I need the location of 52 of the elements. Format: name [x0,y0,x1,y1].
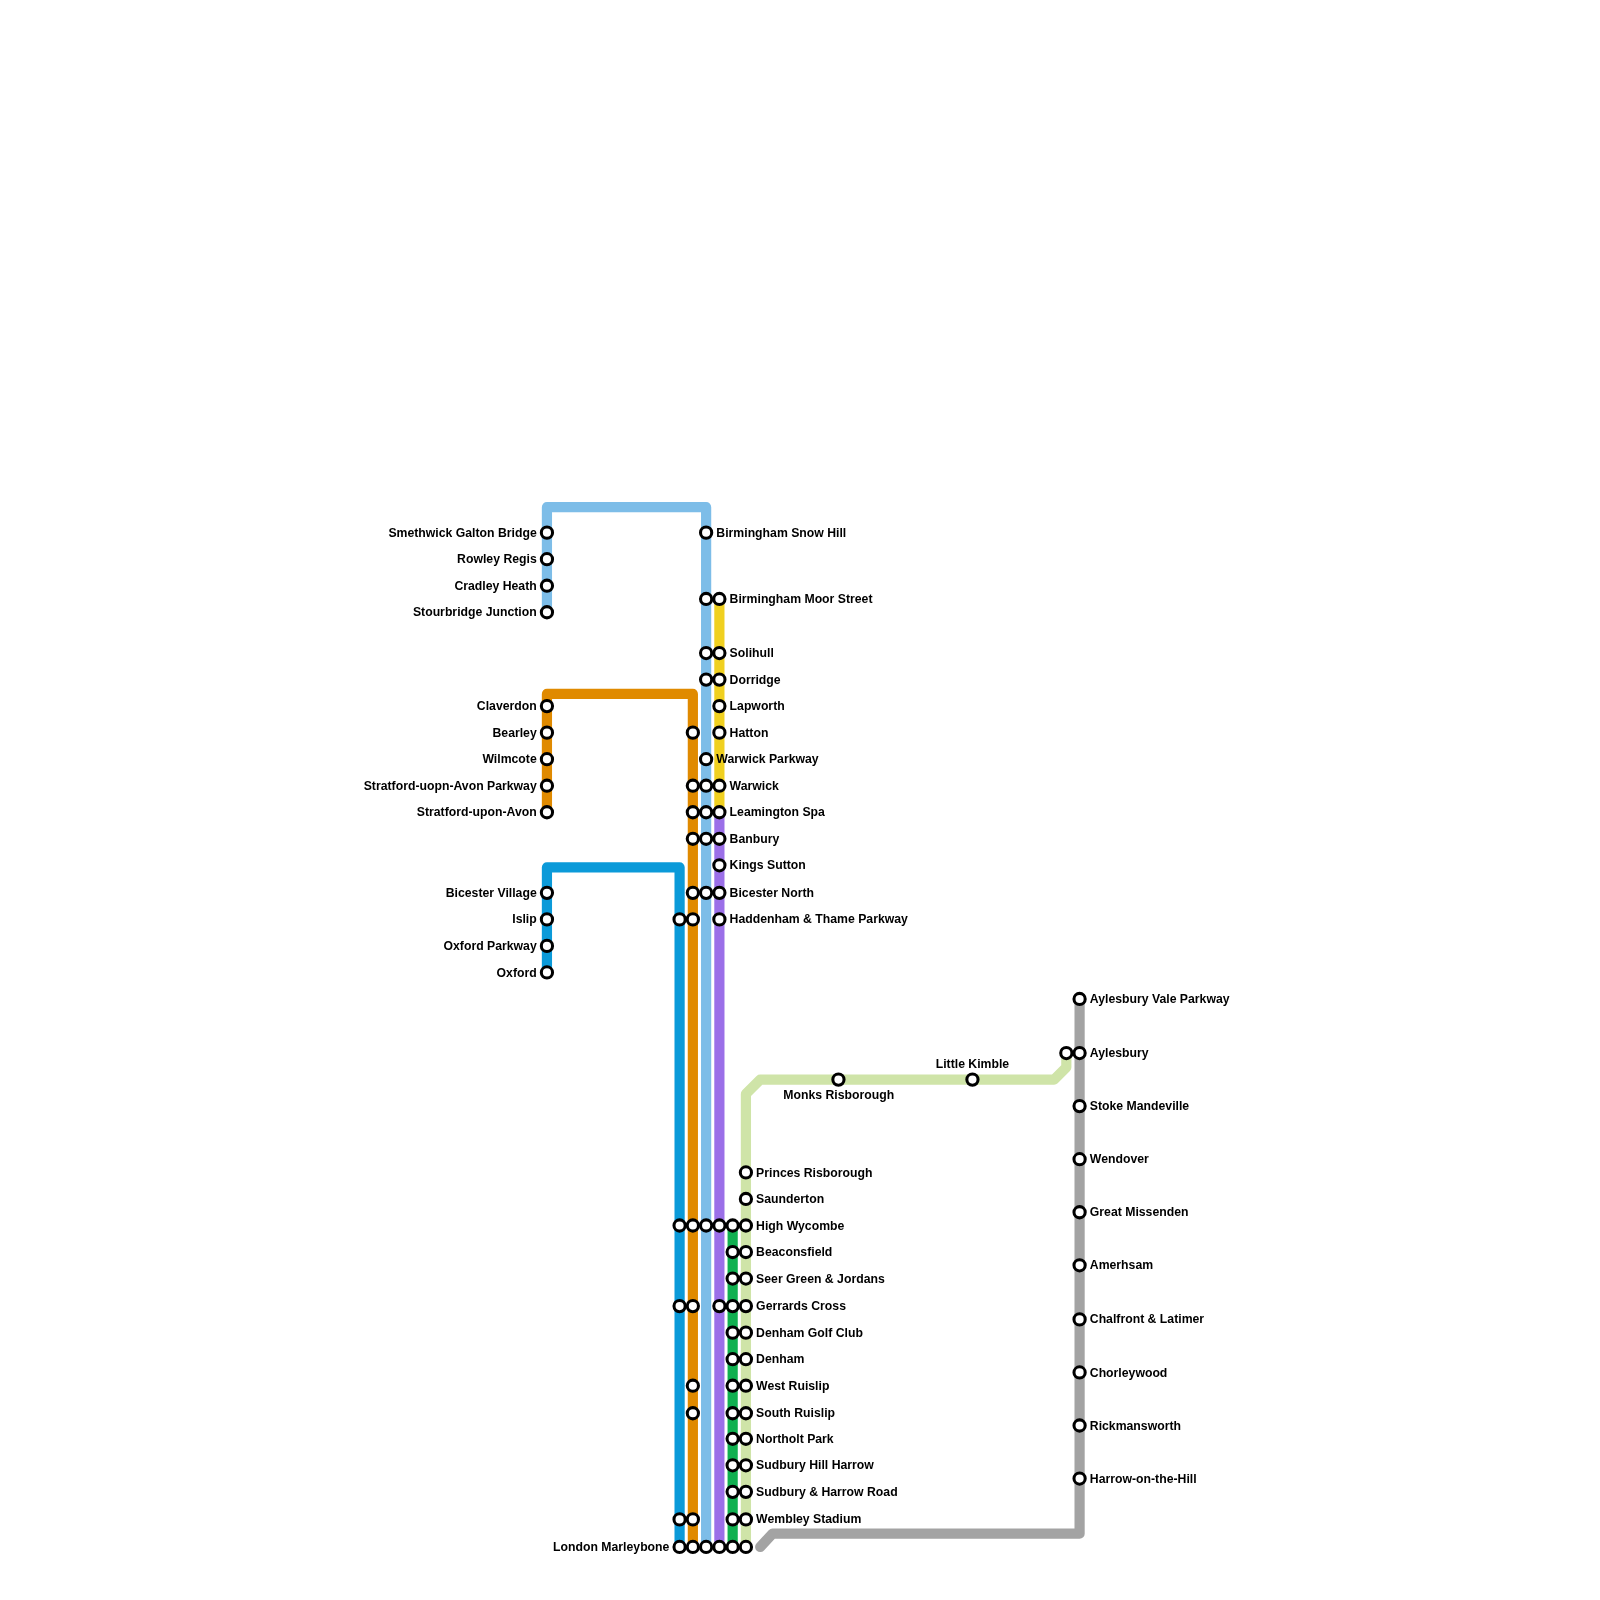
station-name: Haddenham & Thame Parkway [729,912,908,927]
station-name: Bearley [492,725,537,740]
station-name: Wendover [1089,1152,1149,1167]
station-name: Warwick [729,778,779,793]
station-name: Aylesbury Vale Parkway [1089,991,1230,1007]
station-name: Wembley Stadium [756,1512,862,1527]
station-name: London Marleybone [553,1539,670,1555]
station-name: Monks Risborough [783,1087,895,1103]
station-name: Chalfront & Latimer [1089,1312,1205,1327]
station-name: Kings Sutton [729,858,806,873]
station-name: Bicester North [729,885,814,900]
station-name: Denham Golf Club [756,1325,863,1340]
station-name: West Ruislip [756,1378,830,1393]
station-name: Northolt Park [756,1431,834,1446]
station-name: Oxford Parkway [443,938,537,954]
station-name: Chorleywood [1089,1365,1168,1380]
station-name: Lapworth [729,699,785,714]
station-name: Stourbridge Junction [412,605,537,620]
station-name: Sudbury Hill Harrow [756,1458,874,1473]
station-name: Birmingham Moor Street [729,591,873,607]
station-name: Dorridge [729,672,781,687]
station-name: Little Kimble [935,1057,1010,1072]
station-name: Islip [512,912,537,927]
station-name: Sudbury & Harrow Road [756,1484,898,1499]
station-name: Oxford [496,965,537,980]
station-name: Seer Green & Jordans [756,1271,885,1286]
station-name: Leamington Spa [729,805,825,820]
station-name: Gerrards Cross [756,1299,846,1314]
station-name: Wilmcote [482,752,537,767]
station-name: Stratford-uopn-Avon Parkway [363,778,537,793]
station-name: Princes Risborough [756,1165,873,1180]
station-name: Banbury [729,831,780,846]
station-name: South Ruislip [756,1406,836,1421]
station-name: Denham [756,1352,805,1367]
station-name: Beaconsfield [756,1244,833,1260]
station-name: Bicester Village [445,885,537,900]
station-name: Cradley Heath [454,578,537,593]
station-name: Harrow-on-the-Hill [1089,1471,1197,1486]
station-name: Claverdon [476,699,537,714]
station-name: Aylesbury [1089,1045,1149,1061]
station-name: Smethwick Galton Bridge [388,525,537,540]
station-name: Stoke Mandeville [1089,1099,1190,1114]
station-name: Amerhsam [1089,1258,1154,1273]
station-name: Saunderton [756,1191,825,1207]
station-name: Rowley Regis [457,552,537,567]
station-name: Birmingham Snow Hill [716,525,847,540]
station-name: Great Missenden [1089,1205,1189,1220]
station-name: Hatton [729,725,769,740]
station-name: Rickmansworth [1089,1418,1181,1433]
station-name: High Wycombe [756,1218,845,1233]
station-name: Solihull [729,645,774,661]
station-name: Stratford-upon-Avon [416,805,537,820]
